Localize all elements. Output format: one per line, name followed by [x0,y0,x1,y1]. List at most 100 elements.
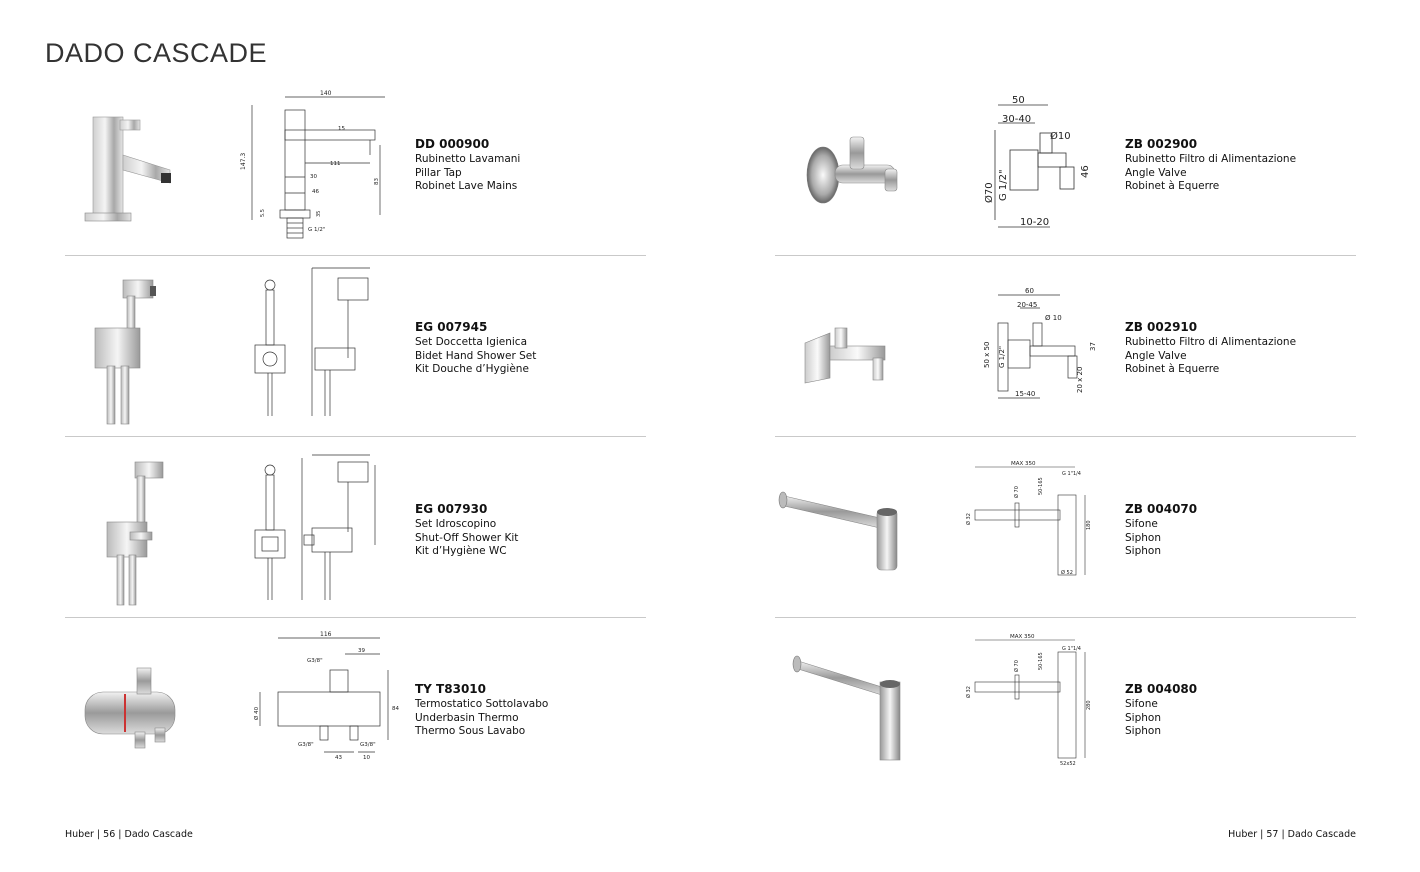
svg-text:30: 30 [310,174,317,180]
svg-text:G 1/2": G 1/2" [308,227,325,233]
svg-text:MAX 350: MAX 350 [1010,634,1035,640]
svg-text:G 1"1/4: G 1"1/4 [1062,471,1081,477]
product-photo-siphon-square [775,620,925,800]
technical-drawing-zb002910: 60 20-45 Ø 10 37 50 x 50 G 1/2" 15-40 20… [940,258,1120,438]
svg-text:280: 280 [1086,700,1092,710]
row-divider [65,255,646,256]
product-info: ZB 002900 Rubinetto Filtro di Alimentazi… [1125,137,1296,194]
page-footer-right: Huber | 57 | Dado Cascade [1228,829,1356,840]
svg-text:50: 50 [1012,95,1025,106]
product-name-it: Set Idroscopino [415,517,497,530]
product-name-fr: Robinet Lave Mains [415,179,518,192]
product-code: EG 007930 [415,501,488,516]
product-name-it: Rubinetto Lavamani [415,152,521,165]
svg-text:5.5: 5.5 [260,209,266,217]
svg-text:Ø 40: Ø 40 [253,706,260,720]
svg-text:G 1/2": G 1/2" [998,346,1006,368]
svg-text:43: 43 [335,755,342,761]
svg-text:116: 116 [320,631,332,638]
product-name-fr: Thermo Sous Lavabo [415,724,526,737]
svg-text:46: 46 [1080,165,1091,178]
svg-text:10-20: 10-20 [1020,217,1049,228]
product-name-fr: Siphon [1125,724,1161,737]
svg-text:Ø70: Ø70 [983,182,995,203]
product-row-dd000900: 140 147.3 111 15 30 46 83 5.5 35 G 1/2" … [65,75,645,255]
product-name-it: Sifone [1125,697,1158,710]
svg-text:39: 39 [358,648,365,654]
product-name-it: Rubinetto Filtro di Alimentazione [1125,335,1297,348]
svg-text:G 1"1/4: G 1"1/4 [1062,646,1081,652]
product-name-en: Bidet Hand Shower Set [415,349,537,362]
product-photo-siphon-round [775,440,925,620]
product-photo-shut-off-shower-kit [65,440,215,620]
svg-text:20 x 20: 20 x 20 [1076,367,1084,393]
svg-text:G 1/2": G 1/2" [998,169,1009,201]
technical-drawing-tyt83010: 116 39 G3/8" Ø 40 84 G3/8" G3/8" 43 10 [230,620,410,800]
product-name-en: Underbasin Thermo [415,711,519,724]
technical-drawing-eg007945 [230,258,410,438]
product-name-fr: Kit d’Hygiène WC [415,544,507,557]
svg-text:50-165: 50-165 [1038,652,1044,670]
svg-text:Ø 32: Ø 32 [965,513,972,525]
svg-text:140: 140 [320,90,332,97]
svg-text:46: 46 [312,189,319,195]
product-row-zb004070: MAX 350 G 1"1/4 Ø 70 50-165 Ø 32 180 Ø 5… [775,440,1355,620]
product-name-fr: Kit Douche d’Hygiène [415,362,529,375]
product-code: EG 007945 [415,319,488,334]
svg-text:MAX 350: MAX 350 [1011,461,1036,467]
product-info: ZB 002910 Rubinetto Filtro di Alimentazi… [1125,320,1296,377]
product-row-tyt83010: 116 39 G3/8" Ø 40 84 G3/8" G3/8" 43 10 T… [65,620,645,800]
svg-text:84: 84 [392,706,399,712]
product-name-it: Sifone [1125,517,1158,530]
product-row-eg007945: EG 007945 Set Doccetta Igienica Bidet Ha… [65,258,645,438]
product-name-it: Termostatico Sottolavabo [415,697,549,710]
svg-text:Ø 70: Ø 70 [1013,660,1020,672]
technical-drawing-zb004070: MAX 350 G 1"1/4 Ø 70 50-165 Ø 32 180 Ø 5… [940,440,1120,620]
svg-text:147.3: 147.3 [240,153,247,170]
svg-text:20-45: 20-45 [1017,301,1037,309]
svg-text:50-165: 50-165 [1038,477,1044,495]
product-row-eg007930: EG 007930 Set Idroscopino Shut-Off Showe… [65,440,645,620]
product-photo-angle-valve-square [775,258,925,438]
svg-text:Ø 10: Ø 10 [1045,314,1062,322]
svg-text:52x52: 52x52 [1060,761,1076,767]
product-name-en: Angle Valve [1125,349,1187,362]
technical-drawing-eg007930 [230,440,410,620]
product-name-en: Siphon [1125,531,1161,544]
product-photo-pillar-tap [65,75,215,255]
product-photo-angle-valve-round [775,75,925,255]
technical-drawing-zb002900: 50 30-40 Ø10 46 Ø70 G 1/2" 10-20 [940,75,1120,255]
technical-drawing-dd000900: 140 147.3 111 15 30 46 83 5.5 35 G 1/2" [230,75,410,255]
product-photo-bidet-shower-set [65,258,215,438]
svg-text:35: 35 [316,211,322,217]
svg-text:111: 111 [330,161,341,167]
product-name-en: Pillar Tap [415,166,462,179]
product-info: DD 000900 Rubinetto Lavamani Pillar Tap … [415,137,520,194]
product-code: ZB 002910 [1125,319,1198,334]
svg-text:10: 10 [363,755,370,761]
product-name-en: Siphon [1125,711,1161,724]
product-info: ZB 004080 Sifone Siphon Siphon [1125,682,1197,739]
product-name-it: Rubinetto Filtro di Alimentazione [1125,152,1297,165]
svg-text:50 x 50: 50 x 50 [983,342,991,368]
product-info: EG 007930 Set Idroscopino Shut-Off Showe… [415,502,518,559]
product-name-it: Set Doccetta Igienica [415,335,528,348]
product-row-zb002900: 50 30-40 Ø10 46 Ø70 G 1/2" 10-20 ZB 0029… [775,75,1355,255]
svg-text:180: 180 [1086,520,1092,530]
svg-text:G3/8": G3/8" [307,658,323,664]
product-code: ZB 004070 [1125,501,1198,516]
product-row-zb002910: 60 20-45 Ø 10 37 50 x 50 G 1/2" 15-40 20… [775,258,1355,438]
row-divider [775,617,1356,618]
row-divider [65,617,646,618]
svg-text:G3/8": G3/8" [360,742,376,748]
product-code: ZB 002900 [1125,136,1198,151]
svg-text:G3/8": G3/8" [298,742,314,748]
row-divider [65,436,646,437]
product-row-zb004080: MAX 350 G 1"1/4 Ø 70 50-165 Ø 32 280 52x… [775,620,1355,800]
product-photo-underbasin-thermostat [65,620,215,800]
row-divider [775,255,1356,256]
svg-text:30-40: 30-40 [1002,114,1031,125]
svg-text:37: 37 [1089,342,1097,351]
svg-text:15: 15 [338,126,345,132]
product-code: TY T83010 [415,681,486,696]
